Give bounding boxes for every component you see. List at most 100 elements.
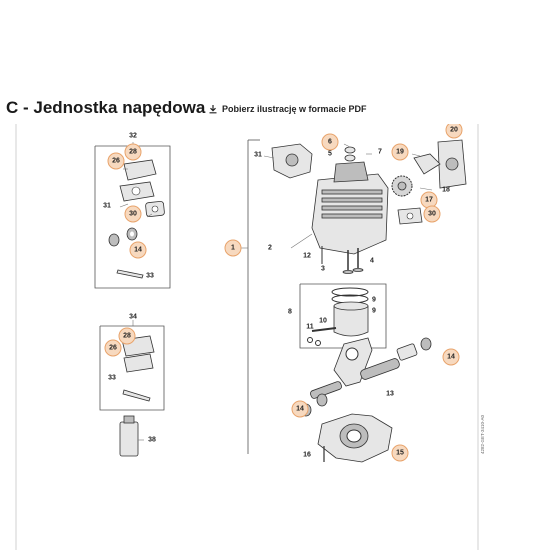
callout-number: 19 [396,149,404,156]
callout-9: 9 [372,297,376,304]
callout-10: 10 [319,318,327,325]
callout-26: 26 [104,339,122,357]
diagram-canvas: 4282-GET-3410-A0 32282631301433342826333… [15,121,485,550]
callout-16: 16 [303,452,311,459]
callout-circle [291,400,309,418]
cover-and-gear [391,139,467,225]
carburetor-31 [263,143,313,179]
callout-circle [124,205,142,223]
callout-number: 13 [386,391,394,398]
gasket-set-32 [94,142,171,289]
callout-circle [129,241,147,259]
callout-28: 28 [118,327,136,345]
callout-number: 14 [134,247,142,254]
crankcase-15 [317,413,393,463]
callout-number: 26 [112,158,120,165]
callout-33: 33 [146,273,154,280]
callout-number: 18 [442,187,450,194]
callout-circle [104,339,122,357]
download-pdf-label: Pobierz ilustrację w formacie PDF [222,104,367,114]
cylinder-2 [290,143,389,255]
callout-circle [118,327,136,345]
callout-circle [224,239,242,257]
callout-13: 13 [386,391,394,398]
callout-number: 6 [328,139,332,146]
callout-number: 17 [425,197,433,204]
callout-circle [124,143,142,161]
callout-28: 28 [124,143,142,161]
callout-number: 34 [129,314,137,321]
callout-6: 6 [321,133,339,151]
valves [321,246,364,274]
callout-14: 14 [129,241,147,259]
callout-circle [442,348,460,366]
callout-number: 16 [303,452,311,459]
callout-circle [423,205,441,223]
callout-19: 19 [391,143,409,161]
callout-number: 9 [372,308,376,315]
callout-number: 15 [396,450,404,457]
crankshaft-13 [300,337,432,417]
callout-12: 12 [303,253,311,260]
callout-20: 20 [445,121,463,139]
callout-38: 38 [148,437,156,444]
callout-18: 18 [442,187,450,194]
callout-number: 38 [148,437,156,444]
callout-number: 7 [378,149,382,156]
callout-number: 30 [428,211,436,218]
callout-11: 11 [306,324,314,331]
sealant-tube-38 [119,415,144,457]
callout-number: 9 [372,297,376,304]
callout-number: 4 [370,258,374,265]
callout-number: 26 [109,345,117,352]
callout-2: 2 [268,245,272,252]
callout-14: 14 [442,348,460,366]
callout-7: 7 [378,149,382,156]
callout-number: 33 [108,375,116,382]
callout-number: 28 [123,333,131,340]
callout-number: 5 [328,151,332,158]
callout-number: 1 [231,245,235,252]
callout-31: 31 [103,203,111,210]
callout-17: 17 [420,191,438,209]
callout-4: 4 [370,258,374,265]
callout-number: 12 [303,253,311,260]
callout-31: 31 [254,152,262,159]
callout-number: 14 [296,406,304,413]
callout-circle [321,133,339,151]
callout-8: 8 [288,309,292,316]
callout-34: 34 [129,314,137,321]
download-icon [209,105,217,114]
callout-number: 3 [321,266,325,273]
callout-number: 2 [268,245,272,252]
callout-number: 31 [103,203,111,210]
download-pdf-link[interactable]: Pobierz ilustrację w formacie PDF [208,104,367,114]
page-header: C - Jednostka napędowa Pobierz ilustracj… [0,96,550,124]
callout-number: 8 [288,309,292,316]
callout-circle [391,444,409,462]
piston-set-8 [299,283,387,349]
page-title: C - Jednostka napędowa [6,98,206,117]
callout-3: 3 [321,266,325,273]
callout-circle [391,143,409,161]
callout-26: 26 [107,152,125,170]
callout-15: 15 [391,444,409,462]
callout-number: 32 [129,133,137,140]
callout-number: 20 [450,127,458,134]
callout-14: 14 [291,400,309,418]
callout-number: 10 [319,318,327,325]
diagram-code-label: 4282-GET-3410-A0 [480,414,485,454]
callout-number: 28 [129,149,137,156]
callout-9: 9 [372,308,376,315]
callout-32: 32 [129,133,137,140]
callout-number: 11 [306,324,314,331]
callout-1: 1 [224,239,242,257]
callout-30: 30 [423,205,441,223]
callout-30: 30 [124,205,142,223]
callout-number: 30 [129,211,137,218]
callout-number: 33 [146,273,154,280]
callout-circle [107,152,125,170]
callout-33: 33 [108,375,116,382]
